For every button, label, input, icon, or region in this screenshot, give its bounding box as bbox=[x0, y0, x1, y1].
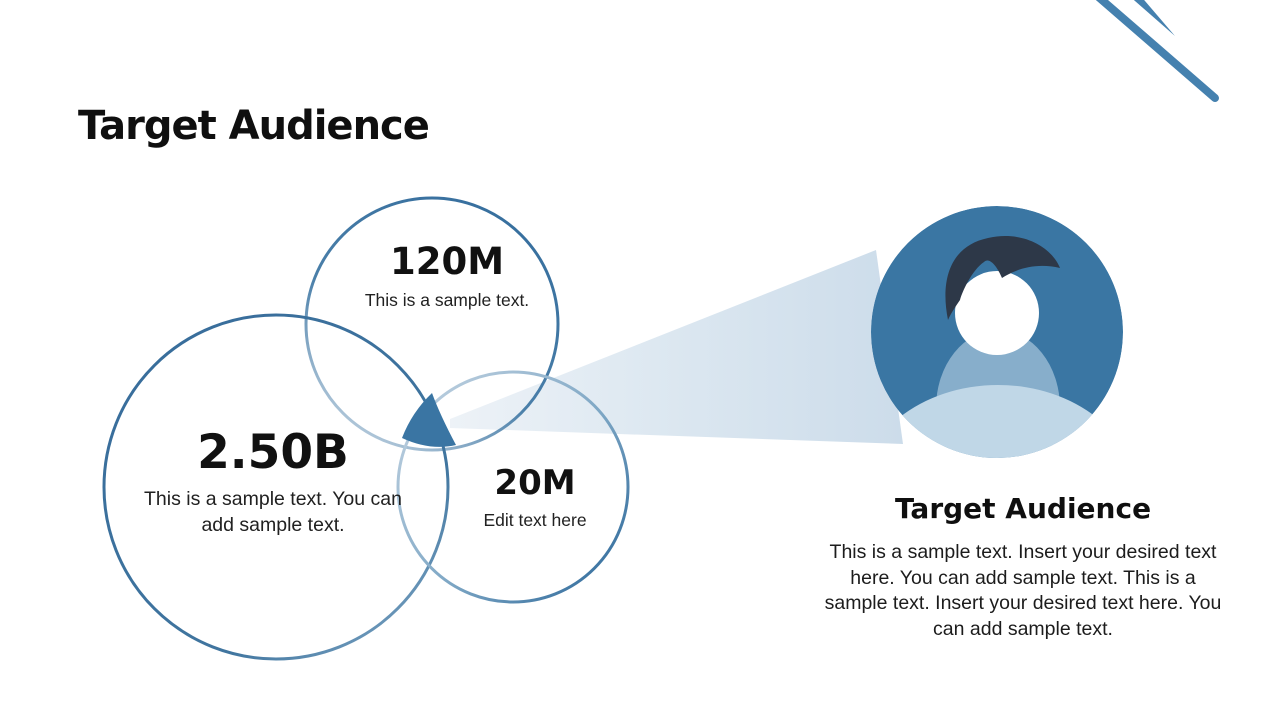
audience-heading: Target Audience bbox=[894, 492, 1152, 525]
bubble-label-120m: 120M This is a sample text. bbox=[327, 240, 567, 312]
venn-circle-20m bbox=[396, 370, 630, 604]
venn-circle-120m bbox=[304, 196, 560, 452]
avatar-face bbox=[955, 271, 1039, 355]
venn-circle-250b bbox=[102, 313, 450, 661]
slide-title: Target Audience bbox=[78, 103, 430, 149]
avatar-hair bbox=[945, 236, 1060, 320]
audience-block: Target Audience This is a sample text. I… bbox=[820, 492, 1226, 643]
bubble-caption-250b: This is a sample text. You can add sampl… bbox=[144, 488, 402, 536]
bubble-value-120m: 120M bbox=[389, 240, 505, 283]
bubble-value-20m: 20M bbox=[494, 463, 576, 503]
bubble-caption-20m: Edit text here bbox=[483, 509, 587, 530]
venn-overlap-fill bbox=[402, 393, 456, 447]
bubble-label-250b: 2.50B This is a sample text. You can add… bbox=[103, 428, 443, 538]
bubble-value-250b: 2.50B bbox=[197, 425, 349, 480]
bubble-caption-120m: This is a sample text. bbox=[364, 289, 530, 310]
focus-beam bbox=[450, 250, 903, 444]
audience-description: This is a sample text. Insert your desir… bbox=[824, 540, 1222, 640]
diagonal-accent-lines bbox=[1095, 0, 1219, 102]
bubble-label-20m: 20M Edit text here bbox=[435, 463, 635, 531]
